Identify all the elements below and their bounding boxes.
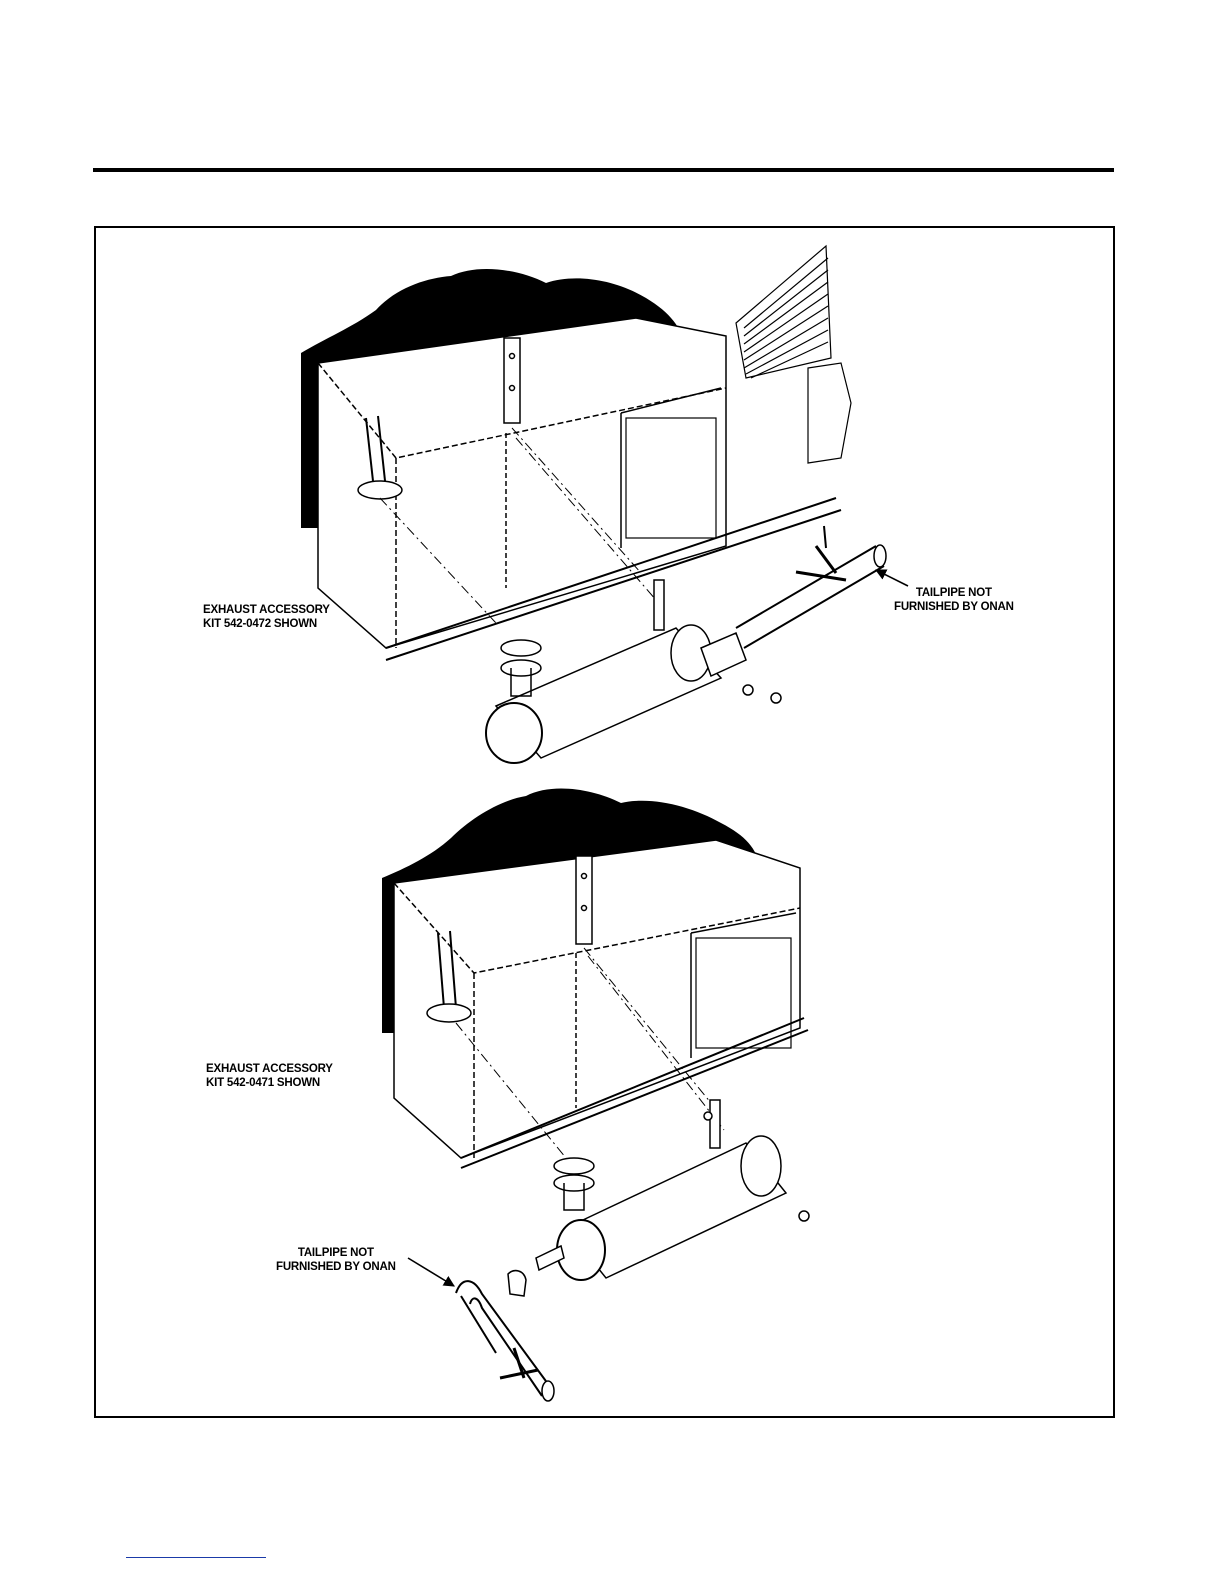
lower-tailpipe-label: TAILPIPE NOT FURNISHED BY ONAN bbox=[276, 1246, 396, 1274]
figure-frame: EXHAUST ACCESSORY KIT 542-0472 SHOWN TAI… bbox=[94, 226, 1115, 1418]
upper-tailpipe bbox=[736, 526, 886, 648]
lower-kit-label: EXHAUST ACCESSORY KIT 542-0471 SHOWN bbox=[206, 1062, 333, 1090]
upper-kit-label: EXHAUST ACCESSORY KIT 542-0472 SHOWN bbox=[203, 603, 330, 631]
upper-tailpipe-label: TAILPIPE NOT FURNISHED BY ONAN bbox=[894, 586, 1014, 614]
lower-tailpipe-leader bbox=[408, 1258, 454, 1286]
upper-generator-assembly bbox=[301, 246, 886, 763]
lower-generator-assembly bbox=[382, 789, 809, 1401]
upper-hanger-bracket bbox=[504, 338, 520, 423]
lower-hanger-bracket bbox=[576, 856, 592, 944]
upper-ribbed-panel bbox=[736, 246, 851, 463]
header-rule bbox=[93, 168, 1114, 172]
upper-tailpipe-leader bbox=[876, 570, 908, 586]
lower-tailpipe bbox=[456, 1281, 554, 1401]
footer-link-underline bbox=[126, 1557, 266, 1558]
exhaust-installation-illustration bbox=[96, 228, 1113, 1416]
